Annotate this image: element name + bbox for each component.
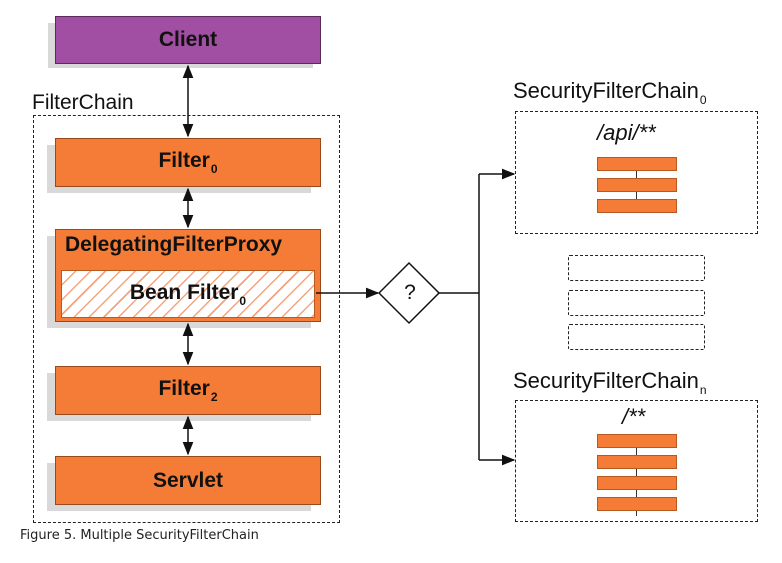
middle-chain <box>568 290 705 316</box>
chainN-filter-bar <box>597 497 677 511</box>
chain0-title: SecurityFilterChain0 <box>513 78 707 107</box>
chain0-filter-bar <box>597 199 677 213</box>
decision-label: ? <box>404 281 416 304</box>
client-box: Client <box>55 16 321 64</box>
chainN-box <box>515 400 758 522</box>
chain0-box <box>515 111 758 234</box>
chainN-title: SecurityFilterChainn <box>513 368 707 397</box>
filterchain-title: FilterChain <box>32 91 134 114</box>
filter2-box: Filter2 <box>55 366 321 415</box>
client-label: Client <box>158 28 218 51</box>
chainN-filter-bar <box>597 455 677 469</box>
chainN-filter-bar <box>597 434 677 448</box>
decision-diamond <box>377 261 441 325</box>
middle-chain <box>568 255 705 281</box>
delegating-filter-proxy-title: DelegatingFilterProxy <box>65 233 283 256</box>
filter0-box: Filter0 <box>55 138 321 187</box>
bean-filter-box: Bean Filter0 <box>61 270 315 318</box>
delegating-filter-proxy-box: DelegatingFilterProxy Bean Filter0 <box>55 229 321 322</box>
chain0-filter-bar <box>597 178 677 192</box>
servlet-box: Servlet <box>55 456 321 505</box>
chain0-pattern: /api/** <box>597 120 656 145</box>
filter2-label: Filter2 <box>158 377 218 404</box>
middle-chain <box>568 324 705 350</box>
servlet-label: Servlet <box>152 468 224 492</box>
figure-caption: Figure 5. Multiple SecurityFilterChain <box>20 528 259 543</box>
chainN-pattern: /** <box>622 404 646 429</box>
bean-filter-label: Bean Filter0 <box>129 280 247 308</box>
chainN-filter-bar <box>597 476 677 490</box>
chain0-filter-bar <box>597 157 677 171</box>
filter0-label: Filter0 <box>158 149 218 176</box>
